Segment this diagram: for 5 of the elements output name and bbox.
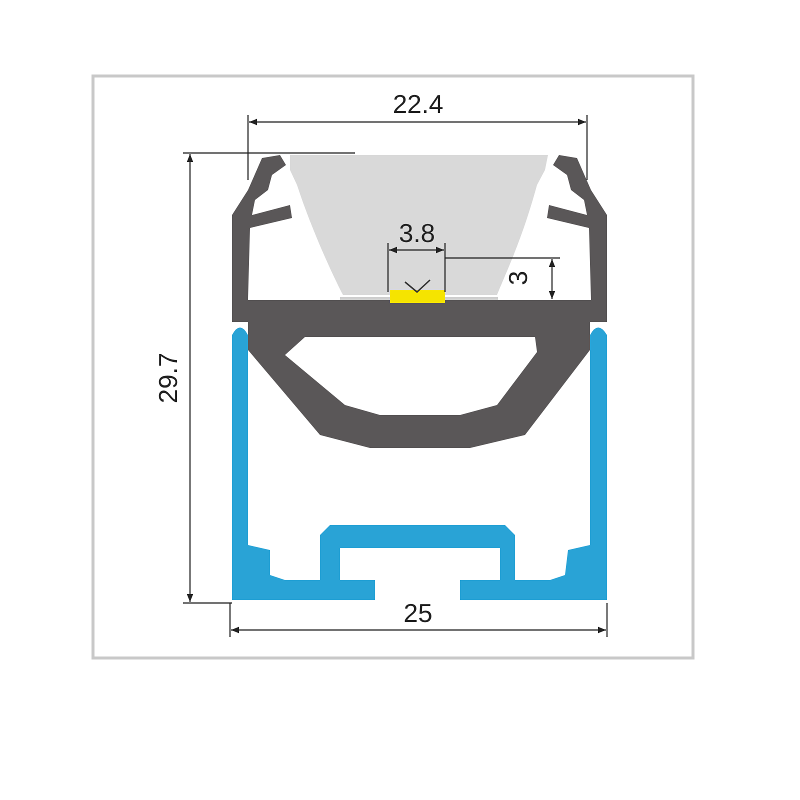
dimension-label: 25	[404, 598, 432, 628]
dimension-label: 29.7	[153, 352, 183, 404]
dimension-label: 22.4	[392, 89, 444, 119]
dimension-label: 3.8	[398, 218, 436, 248]
dimension-label: 3	[503, 270, 533, 286]
